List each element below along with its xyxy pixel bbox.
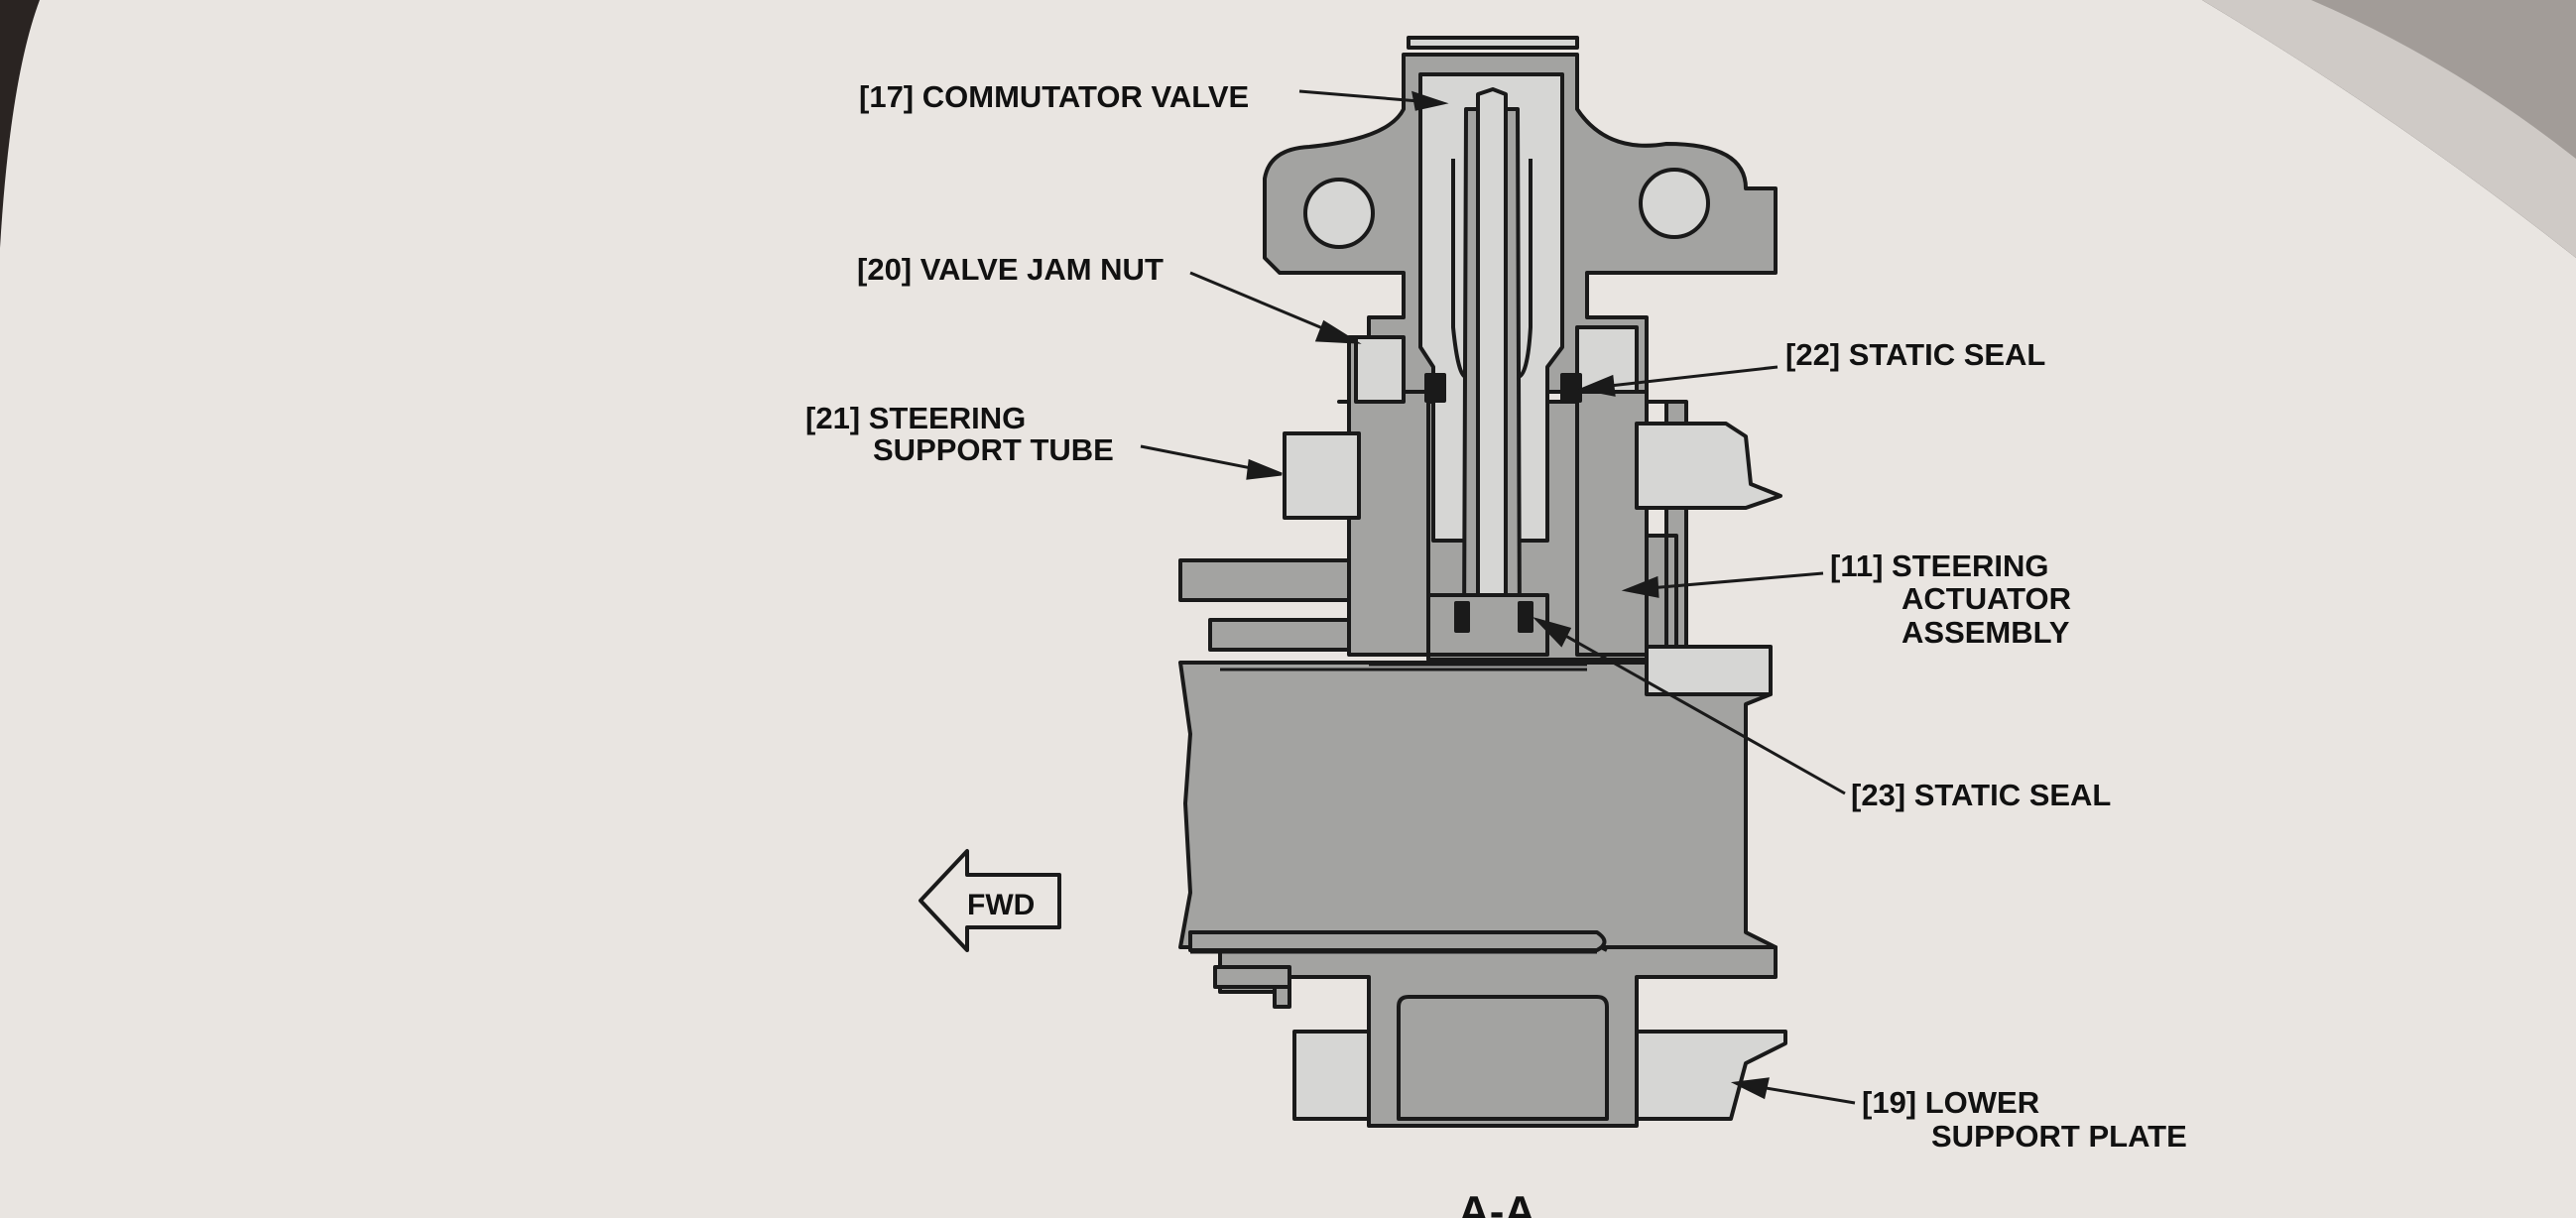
inner-sleeve-right <box>1517 159 1533 379</box>
lower-recess <box>1397 995 1609 1121</box>
static-seal-22 <box>1560 373 1582 403</box>
fwd-arrow: FWD <box>919 849 1061 952</box>
bottom-pin <box>1213 965 1291 1009</box>
leader-static-seal-23-arrow <box>1533 617 1572 648</box>
label-steering-actuator-line3: ASSEMBLY <box>1901 615 2070 650</box>
label-lower-support-plate-line1: [19] LOWER <box>1862 1085 2039 1120</box>
left-lug-hole <box>1303 178 1375 249</box>
label-commutator-valve: [17] COMMUTATOR VALVE <box>859 79 1249 114</box>
valve-assembly <box>1178 36 1787 1128</box>
leader-commutator-valve-arrow <box>1411 90 1449 111</box>
right-ear <box>1645 645 1773 696</box>
right-lug-hole <box>1639 168 1710 239</box>
label-valve-jam-nut: [20] VALVE JAM NUT <box>857 252 1164 287</box>
leader-static-seal-23 <box>1536 618 1846 795</box>
leader-steering-actuator-arrow <box>1621 575 1659 598</box>
valve-jam-nut-right <box>1575 325 1639 394</box>
leader-steering-actuator <box>1626 571 1824 592</box>
inner-sleeve-left <box>1451 159 1467 379</box>
label-static-seal-23: [23] STATIC SEAL <box>1851 778 2111 812</box>
support-tube-left <box>1283 431 1361 520</box>
leader-static-seal-22 <box>1582 365 1779 391</box>
static-seal-23 <box>1518 601 1533 633</box>
label-steering-support-tube-line1: [21] STEERING <box>805 401 1026 435</box>
static-seal-23-left <box>1454 601 1470 633</box>
leader-valve-jam-nut-arrow <box>1314 319 1362 344</box>
fwd-arrow-label: FWD <box>967 889 1035 921</box>
support-tube-right <box>1635 422 1782 510</box>
leader-support-tube-arrow <box>1246 458 1283 480</box>
label-static-seal-22: [22] STATIC SEAL <box>1785 337 2045 372</box>
label-steering-actuator-line2: ACTUATOR <box>1901 581 2071 616</box>
leader-static-seal-22-arrow <box>1577 374 1616 397</box>
fwd-arrow-icon <box>919 849 1061 952</box>
leader-lines <box>1140 89 1856 1105</box>
label-steering-support-tube-line2: SUPPORT TUBE <box>873 432 1114 467</box>
label-steering-actuator-line1: [11] STEERING <box>1830 548 2049 583</box>
valve-jam-nut-left <box>1354 335 1406 404</box>
section-label: A-A <box>1458 1187 1535 1218</box>
leader-lower-support-plate-arrow <box>1730 1077 1770 1100</box>
fold-shadow <box>2311 0 2576 159</box>
top-plate <box>1407 36 1579 50</box>
label-lower-support-plate-line2: SUPPORT PLATE <box>1931 1119 2187 1154</box>
valve-stem <box>1476 87 1508 647</box>
static-seal-left <box>1424 373 1446 403</box>
lower-lip <box>1188 930 1607 952</box>
